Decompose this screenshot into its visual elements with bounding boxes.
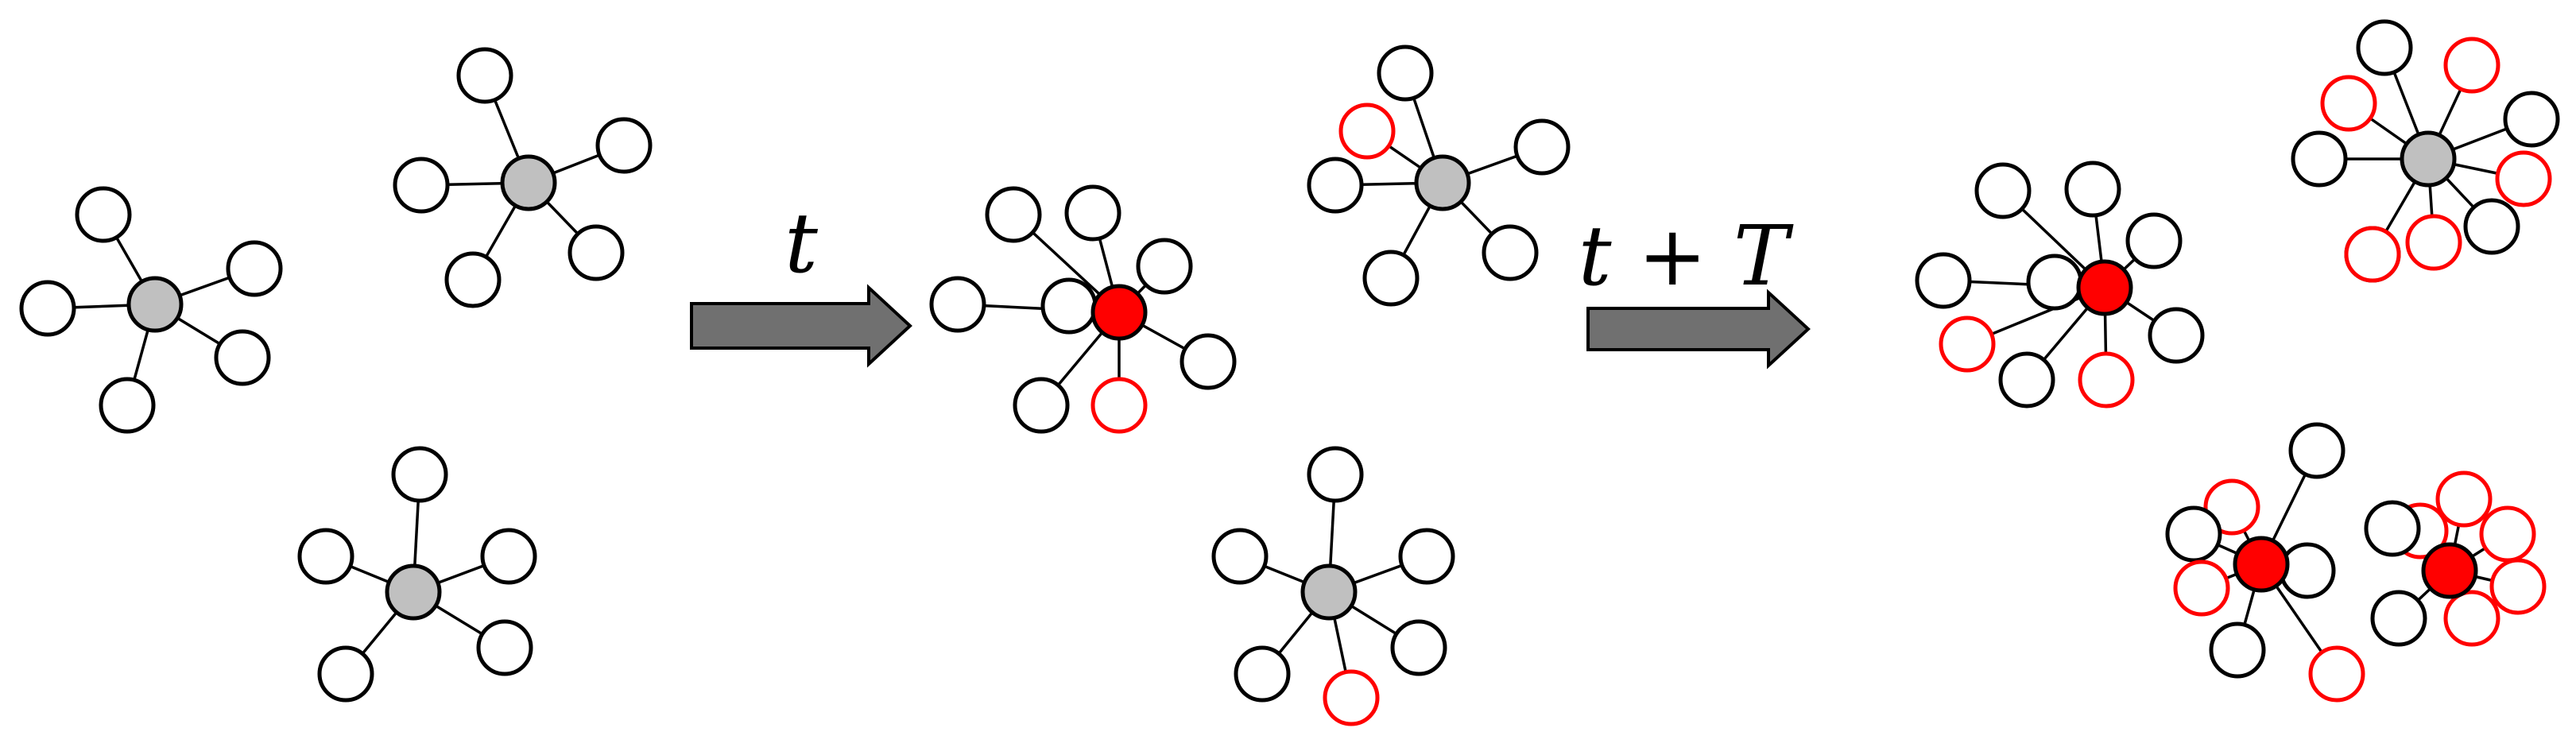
star-1-3 — [297, 446, 537, 703]
arrow-t-plus-T: t + T — [1579, 207, 1811, 370]
leaf-node — [1307, 446, 1364, 503]
leaf-node — [1915, 252, 1972, 309]
leaf-node — [1513, 118, 1571, 176]
leaf-node — [1234, 645, 1291, 703]
leaf-node — [2479, 505, 2536, 563]
arrow-label: t + T — [1579, 207, 1794, 304]
hub-node — [2076, 259, 2133, 316]
leaf-node — [214, 329, 271, 386]
leaf-node — [2203, 478, 2260, 536]
star-2-1 — [929, 184, 1237, 434]
leaf-node — [1180, 333, 1237, 390]
leaf-node — [476, 619, 533, 676]
hub-node — [385, 563, 442, 621]
leaf-node — [480, 528, 537, 585]
star-3-2 — [2291, 19, 2560, 283]
leaf-node — [1362, 250, 1420, 307]
leaf-node — [2148, 307, 2205, 364]
leaf-node — [2026, 254, 2083, 311]
leaf-node — [75, 186, 132, 243]
leaf-node — [391, 446, 448, 503]
leaf-node — [2078, 351, 2135, 408]
leaf-node — [1136, 238, 1193, 295]
leaf-node — [2064, 161, 2121, 218]
arrow-shape — [690, 284, 912, 368]
leaf-node — [1323, 669, 1380, 726]
star-1-2 — [393, 47, 653, 308]
leaf-node — [2320, 75, 2377, 132]
arrow-label: t — [784, 195, 818, 292]
leaf-node — [1064, 184, 1121, 242]
hub-node — [2233, 536, 2290, 593]
leaf-node — [393, 157, 450, 214]
hub-node — [1300, 563, 1358, 621]
leaf-node — [444, 251, 502, 308]
leaf-node — [2344, 226, 2401, 283]
hub-node — [2421, 542, 2478, 599]
hub-node — [1414, 154, 1471, 211]
star-2-2 — [1307, 45, 1571, 307]
leaf-node — [297, 528, 354, 585]
leaf-node — [2443, 590, 2500, 647]
hub-node — [1090, 284, 1148, 341]
leaf-node — [2443, 37, 2500, 94]
hub-node — [500, 154, 557, 211]
hub-node — [126, 276, 184, 333]
leaf-node — [1090, 377, 1148, 434]
leaf-node — [317, 645, 374, 703]
stage-3 — [1915, 19, 2560, 703]
leaf-node — [2209, 621, 2266, 679]
leaf-node — [1307, 157, 1364, 214]
star-2-3 — [1211, 446, 1455, 726]
leaf-node — [2308, 645, 2365, 703]
leaf-node — [2279, 542, 2336, 599]
leaf-node — [2503, 91, 2560, 148]
leaf-node — [1013, 377, 1070, 434]
leaf-node — [2370, 590, 2427, 647]
leaf-node — [2165, 505, 2222, 563]
stage-1 — [19, 47, 653, 703]
leaf-node — [1398, 528, 1455, 585]
hub-node — [2400, 130, 2457, 188]
leaf-node — [1338, 103, 1396, 160]
star-3-1 — [1915, 161, 2205, 408]
leaf-node — [1482, 224, 1539, 281]
leaf-node — [2435, 470, 2493, 528]
leaf-node — [2463, 198, 2520, 255]
leaf-node — [2125, 212, 2183, 269]
leaf-node — [1939, 316, 1996, 373]
leaf-node — [595, 117, 653, 174]
star-3-4 — [2364, 470, 2547, 647]
leaf-node — [1390, 619, 1447, 676]
leaf-node — [929, 276, 986, 333]
leaf-node — [226, 240, 283, 297]
star-1-1 — [19, 186, 283, 434]
leaf-node — [1974, 162, 2032, 219]
arrow-t: t — [690, 195, 912, 368]
leaf-node — [2489, 558, 2547, 615]
leaf-node — [2495, 150, 2552, 207]
star-3-3 — [2165, 422, 2365, 703]
leaf-node — [2288, 422, 2346, 479]
leaf-node — [567, 224, 625, 281]
leaf-node — [1998, 351, 2055, 408]
leaf-node — [1040, 277, 1098, 335]
leaf-node — [2173, 559, 2230, 617]
arrow-shape — [1586, 288, 1811, 370]
stage-2 — [929, 45, 1571, 726]
leaf-node — [19, 280, 76, 337]
leaf-node — [99, 377, 156, 434]
leaf-node — [2364, 500, 2421, 557]
leaf-node — [2405, 214, 2462, 271]
leaf-node — [456, 47, 513, 104]
leaf-node — [2356, 19, 2413, 76]
leaf-node — [1211, 528, 1269, 585]
leaf-node — [985, 186, 1042, 243]
leaf-node — [1377, 45, 1434, 102]
leaf-node — [2291, 130, 2348, 188]
